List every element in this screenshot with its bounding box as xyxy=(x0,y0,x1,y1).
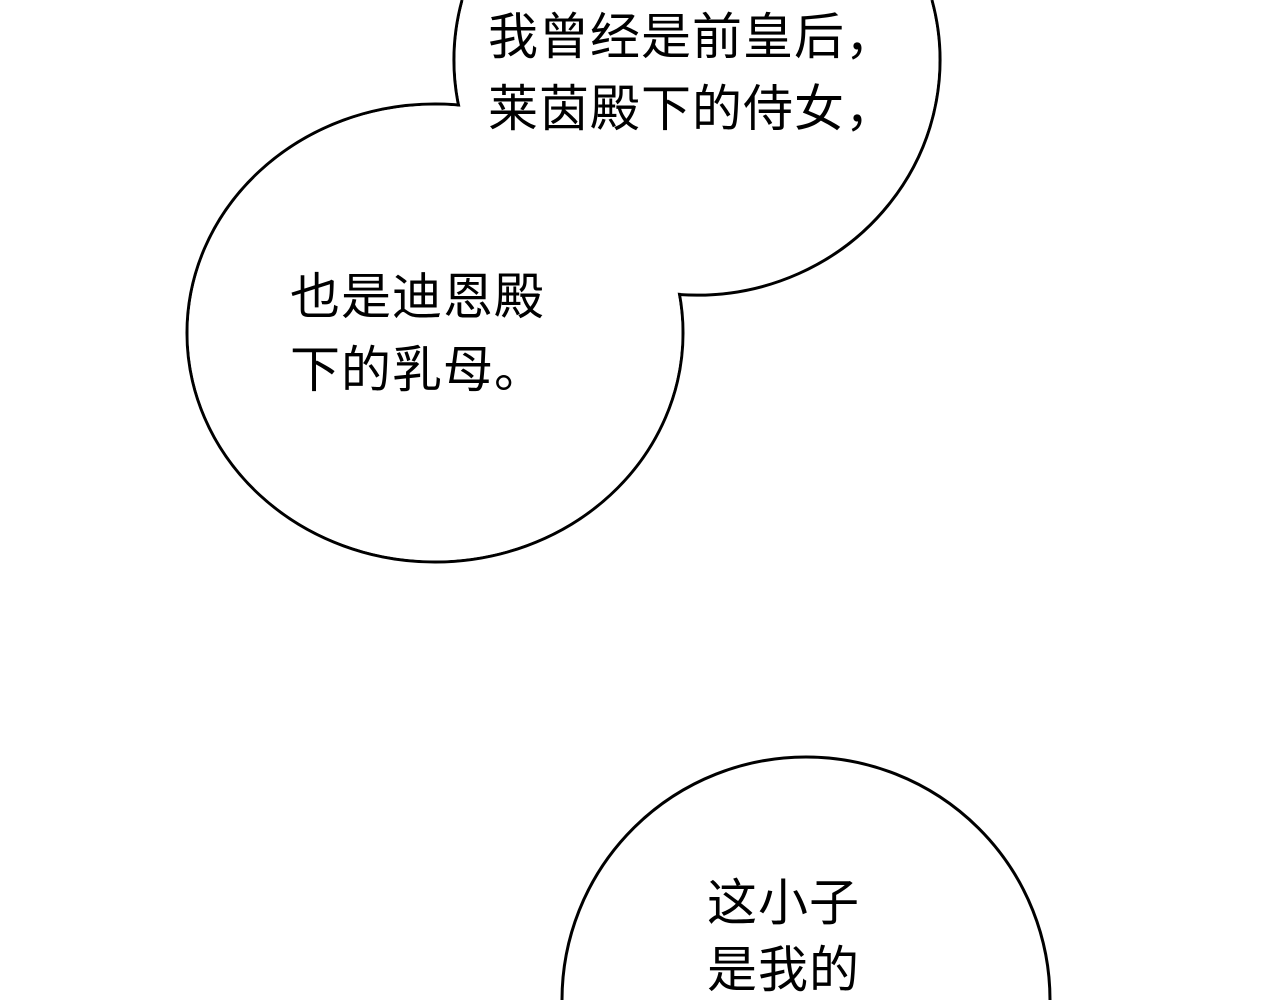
bubble-text-line: 我曾经是前皇后， xyxy=(488,8,896,66)
bubble-text-line: 也是迪恩殿 xyxy=(290,268,545,326)
bubble-text-line: 莱茵殿下的侍女， xyxy=(488,80,896,138)
bubble-text-line: 这小子 xyxy=(707,874,860,932)
bubble-text-line: 是我的 xyxy=(707,941,860,999)
bubble-text-line: 下的乳母。 xyxy=(290,341,545,399)
speech-bubble-bottom xyxy=(560,755,1052,1000)
